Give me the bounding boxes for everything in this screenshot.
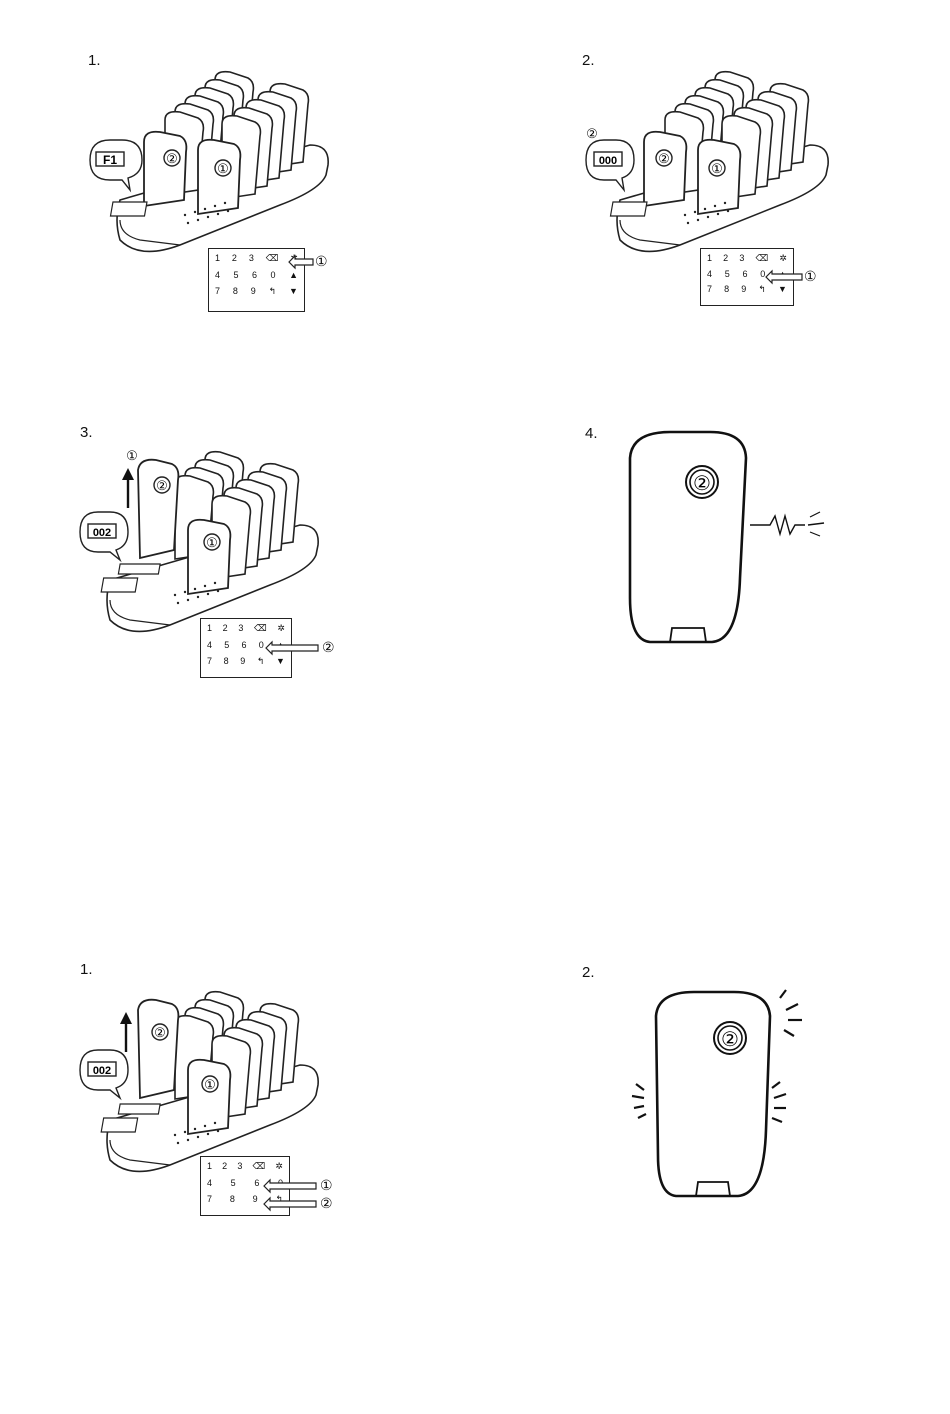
key-4: 4 (707, 269, 712, 279)
key-2: 2 (723, 253, 728, 264)
callout-marker-1: ① (804, 268, 817, 285)
key-4: 4 (215, 270, 220, 280)
pager-ringing: ② (620, 980, 820, 1210)
key-backspace: ⌫ (756, 253, 769, 264)
panel-step-4: ② (620, 428, 840, 658)
callout-arrows (260, 1176, 320, 1216)
display-readout: 002 (93, 1065, 111, 1077)
callout-arrow (262, 638, 322, 658)
pager-side-number: ① (217, 161, 229, 176)
key-6: 6 (252, 270, 257, 280)
key-2: 2 (222, 1161, 227, 1172)
key-8: 8 (724, 284, 729, 295)
key-7: 7 (215, 286, 220, 297)
key-9: 9 (253, 1194, 258, 1205)
step-label-b1: 1. (80, 961, 93, 978)
key-5: 5 (224, 640, 229, 650)
key-return: ↰ (269, 286, 277, 297)
key-3: 3 (249, 253, 254, 264)
pager-main-number: ② (166, 151, 178, 166)
key-7: 7 (207, 656, 212, 667)
pager-side-number: ① (206, 535, 218, 550)
key-2: 2 (223, 623, 228, 634)
display-marker: ② (586, 126, 598, 141)
key-9: 9 (240, 656, 245, 667)
key-0: 0 (271, 270, 276, 280)
callout-marker-2: ② (320, 1195, 333, 1212)
key-8: 8 (230, 1194, 235, 1205)
key-settings: ✲ (277, 623, 285, 634)
pager-side-number: ① (204, 1077, 216, 1092)
pager-main-number: ② (721, 1029, 739, 1051)
display-readout: 000 (599, 155, 617, 167)
key-4: 4 (207, 1178, 212, 1188)
key-settings: ✲ (779, 253, 787, 264)
key-6: 6 (743, 269, 748, 279)
panel-b-step-2: ② (620, 980, 820, 1210)
pager-side-number: ① (711, 161, 723, 176)
key-5: 5 (725, 269, 730, 279)
key-7: 7 (207, 1194, 212, 1205)
pager-main-number: ② (658, 151, 670, 166)
key-3: 3 (238, 623, 243, 634)
display-readout: 002 (93, 527, 111, 539)
callout-marker-2: ② (322, 639, 335, 656)
callout-marker-1: ① (320, 1177, 333, 1194)
key-9: 9 (741, 284, 746, 295)
callout-marker-1: ① (315, 253, 328, 270)
key-8: 8 (224, 656, 229, 667)
pager-main-number: ② (156, 478, 168, 493)
key-5: 5 (231, 1178, 236, 1188)
lift-marker: ① (126, 448, 138, 463)
key-4: 4 (207, 640, 212, 650)
key-1: 1 (207, 1161, 212, 1172)
pager-main-number: ② (693, 473, 711, 495)
key-backspace: ⌫ (253, 1161, 266, 1172)
pager-vibrating: ② (620, 428, 840, 658)
key-5: 5 (234, 270, 239, 280)
key-down: ▼ (289, 286, 298, 297)
key-1: 1 (207, 623, 212, 634)
step-label-4: 4. (585, 425, 598, 442)
display-readout: F1 (103, 153, 117, 167)
step-label-3: 3. (80, 424, 93, 441)
key-backspace: ⌫ (266, 253, 279, 264)
key-9: 9 (251, 286, 256, 297)
key-8: 8 (233, 286, 238, 297)
key-2: 2 (232, 253, 237, 264)
pager-main-number: ② (154, 1025, 166, 1040)
key-settings: ✲ (275, 1161, 283, 1172)
key-1: 1 (215, 253, 220, 264)
key-3: 3 (237, 1161, 242, 1172)
key-1: 1 (707, 253, 712, 264)
key-6: 6 (242, 640, 247, 650)
key-3: 3 (739, 253, 744, 264)
step-label-b2: 2. (582, 964, 595, 981)
key-7: 7 (707, 284, 712, 295)
key-backspace: ⌫ (254, 623, 267, 634)
key-6: 6 (254, 1178, 259, 1188)
